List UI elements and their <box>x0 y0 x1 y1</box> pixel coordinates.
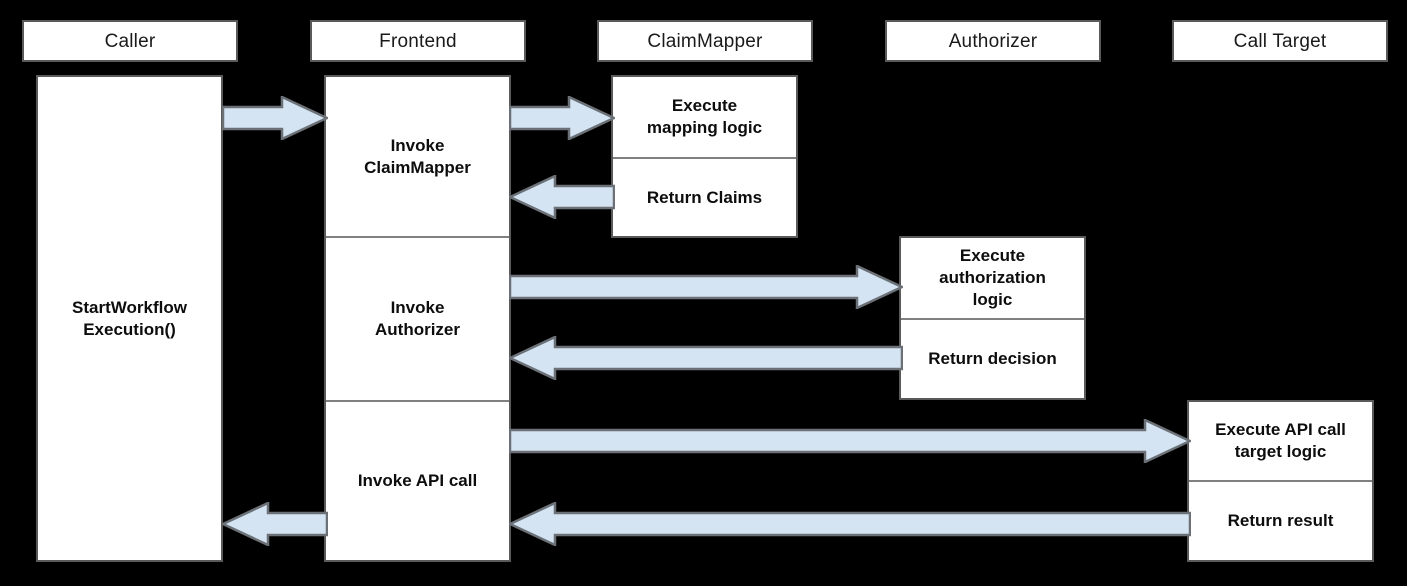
activation-frontend-invoke-authorizer[interactable]: Invoke Authorizer <box>326 238 509 402</box>
arrow-authorizer-to-frontend[interactable] <box>509 336 903 380</box>
lifeline-header-claimmapper-label: ClaimMapper <box>647 30 763 52</box>
action-claimmapper-return-claims-label: Return Claims <box>646 187 763 207</box>
lifeline-header-calltarget-label: Call Target <box>1233 30 1327 52</box>
lifeline-header-caller-label: Caller <box>104 30 156 52</box>
arrow-caller-to-frontend[interactable] <box>222 96 328 140</box>
arrow-calltarget-to-frontend[interactable] <box>509 502 1191 546</box>
activation-caller-startworkflow[interactable]: StartWorkflow Execution() <box>36 75 223 562</box>
activation-caller-line2: Execution() <box>83 319 176 339</box>
action-calltarget-return-result-label: Return result <box>1227 511 1334 531</box>
activation-frontend-invoke-claimmapper-line1: Invoke <box>390 135 445 155</box>
lifeline-header-authorizer[interactable]: Authorizer <box>885 20 1101 62</box>
activation-frontend-invoke-claimmapper-line2: ClaimMapper <box>364 157 471 177</box>
activation-caller-line1: StartWorkflow <box>72 297 187 317</box>
action-authorizer-execute-authorization-logic-line3: logic <box>972 289 1013 309</box>
activation-stack-calltarget: Execute API call target logic Return res… <box>1187 400 1374 562</box>
action-calltarget-execute-api-call-target-logic[interactable]: Execute API call target logic <box>1189 402 1372 482</box>
arrow-frontend-to-caller[interactable] <box>222 502 328 546</box>
activation-frontend-invoke-api-call[interactable]: Invoke API call <box>326 402 509 560</box>
lifeline-header-calltarget[interactable]: Call Target <box>1172 20 1388 62</box>
arrow-frontend-to-authorizer[interactable] <box>509 265 903 309</box>
action-authorizer-return-decision-label: Return decision <box>928 349 1057 369</box>
arrow-claimmapper-to-frontend[interactable] <box>509 175 615 219</box>
action-claimmapper-execute-mapping-logic-line2: mapping logic <box>646 118 763 137</box>
action-claimmapper-return-claims[interactable]: Return Claims <box>613 159 796 236</box>
activation-stack-claimmapper: Execute mapping logic Return Claims <box>611 75 798 238</box>
action-authorizer-execute-authorization-logic-line2: authorization <box>939 268 1046 288</box>
arrow-frontend-to-claimmapper[interactable] <box>509 96 615 140</box>
action-authorizer-execute-authorization-logic[interactable]: Execute authorization logic <box>901 238 1084 320</box>
lifeline-header-frontend-label: Frontend <box>379 30 457 52</box>
activation-frontend-invoke-claimmapper[interactable]: Invoke ClaimMapper <box>326 77 509 238</box>
activation-frontend-invoke-authorizer-line1: Invoke <box>390 298 445 318</box>
lifeline-header-authorizer-label: Authorizer <box>948 30 1038 52</box>
action-calltarget-return-result[interactable]: Return result <box>1189 482 1372 560</box>
arrow-frontend-to-calltarget[interactable] <box>509 419 1191 463</box>
action-claimmapper-execute-mapping-logic[interactable]: Execute mapping logic <box>613 77 796 159</box>
lifeline-header-claimmapper[interactable]: ClaimMapper <box>597 20 813 62</box>
lifeline-header-caller[interactable]: Caller <box>22 20 238 62</box>
action-authorizer-return-decision[interactable]: Return decision <box>901 320 1084 398</box>
action-authorizer-execute-authorization-logic-line1: Execute <box>959 246 1026 266</box>
activation-frontend-invoke-api-call-line1: Invoke API call <box>357 471 478 491</box>
lifeline-header-frontend[interactable]: Frontend <box>310 20 526 62</box>
action-calltarget-execute-api-call-target-logic-line2: target logic <box>1234 442 1327 461</box>
activation-stack-frontend: Invoke ClaimMapper Invoke Authorizer Inv… <box>324 75 511 562</box>
action-claimmapper-execute-mapping-logic-line1: Execute <box>671 96 738 116</box>
activation-stack-authorizer: Execute authorization logic Return decis… <box>899 236 1086 400</box>
action-calltarget-execute-api-call-target-logic-line1: Execute API call <box>1215 420 1346 440</box>
activation-frontend-invoke-authorizer-line2: Authorizer <box>375 320 460 339</box>
